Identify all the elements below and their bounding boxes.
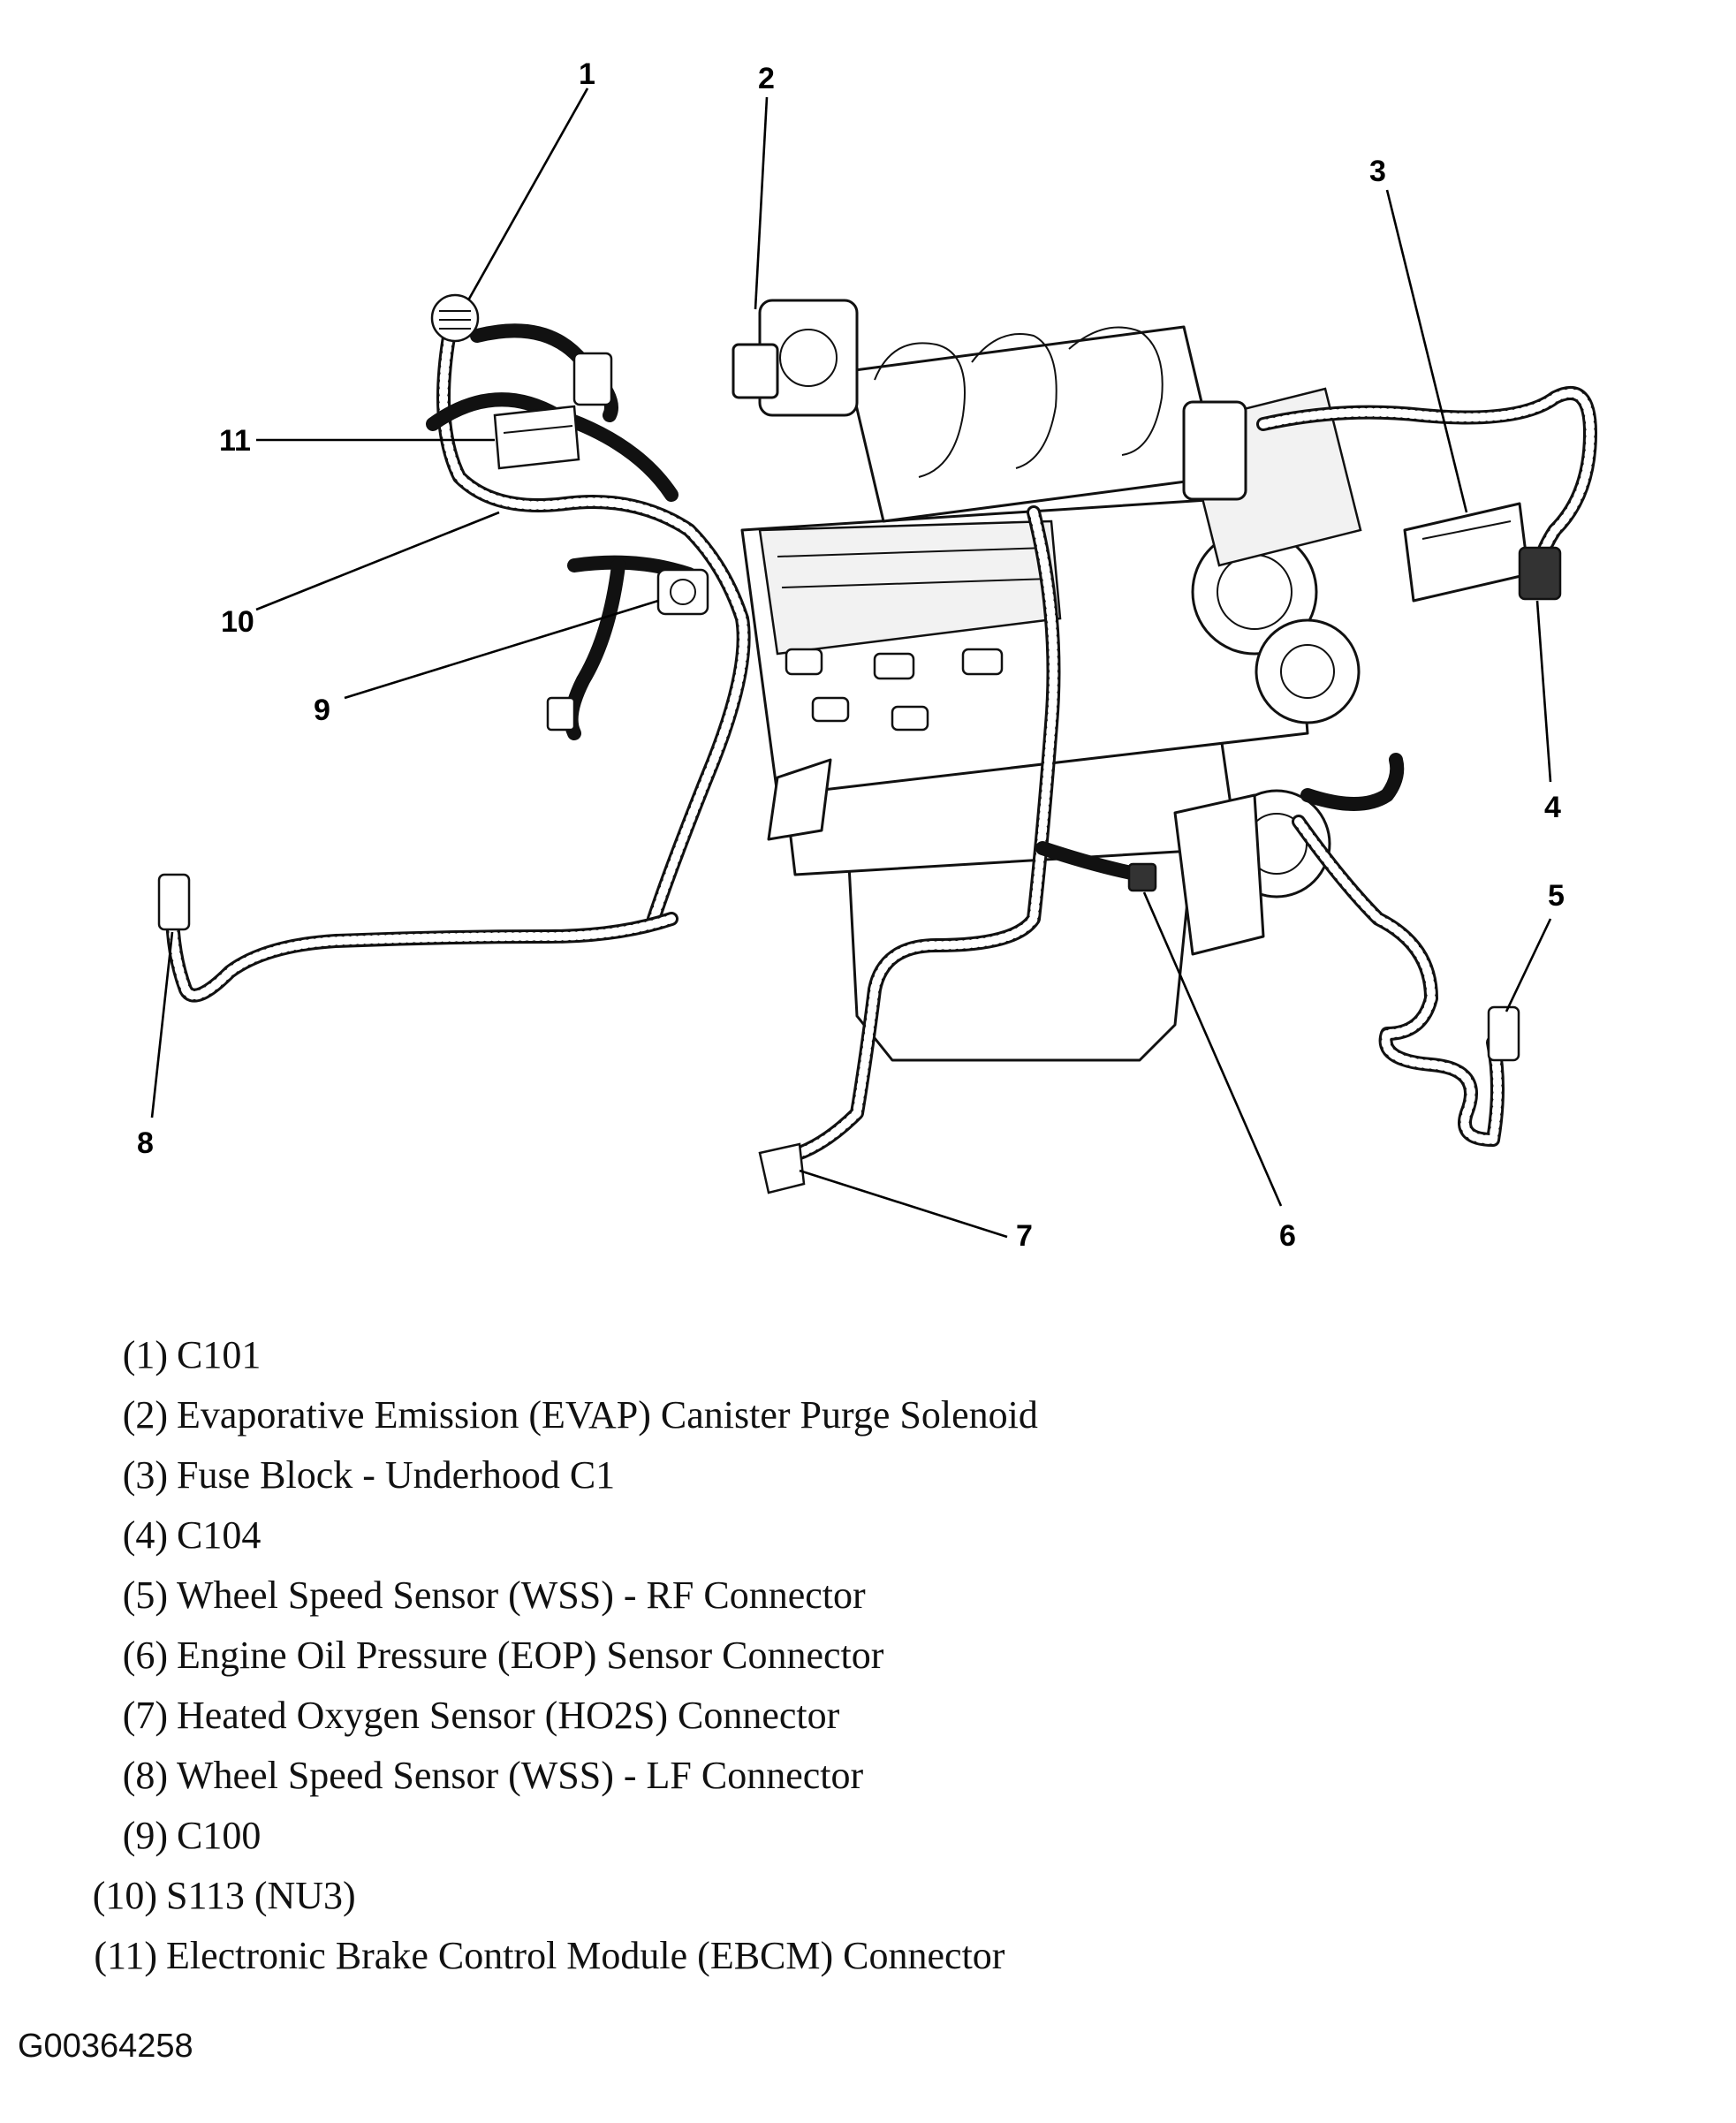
legend-item: (1) C101 — [88, 1325, 1414, 1385]
legend-item: (9) C100 — [88, 1806, 1414, 1866]
legend-index: (9) — [122, 1814, 168, 1857]
callout-7: 7 — [1016, 1219, 1033, 1253]
connector-ho2s — [758, 1142, 806, 1194]
legend-text: Wheel Speed Sensor (WSS) - LF Connector — [177, 1754, 864, 1797]
leader-line-5 — [1505, 918, 1552, 1012]
spark-plugs — [785, 648, 1004, 732]
legend-text: Fuse Block - Underhood C1 — [177, 1453, 616, 1497]
callout-1: 1 — [579, 57, 595, 91]
leader-line-10 — [255, 511, 500, 611]
legend-index: (11) — [94, 1934, 157, 1977]
legend-index: (8) — [122, 1754, 168, 1797]
legend-item: (5) Wheel Speed Sensor (WSS) - RF Connec… — [88, 1566, 1414, 1626]
leader-line-7 — [799, 1169, 1008, 1239]
legend-item: (10) S113 (NU3) — [88, 1866, 1414, 1926]
callout-4: 4 — [1544, 791, 1561, 824]
connector-c104 — [1518, 546, 1562, 601]
leader-line-9 — [344, 599, 659, 700]
figure-id: G00364258 — [18, 2028, 193, 2065]
legend-text: C100 — [177, 1814, 262, 1857]
legend-index: (3) — [122, 1453, 168, 1497]
legend-index: (10) — [92, 1874, 157, 1917]
legend-index: (6) — [122, 1634, 168, 1677]
legend-index: (7) — [122, 1694, 168, 1737]
connector-c100 — [656, 568, 709, 616]
legend-index: (4) — [122, 1513, 168, 1557]
leader-line-8 — [150, 931, 174, 1118]
legend: (1) C101 (2) Evaporative Emission (EVAP)… — [88, 1325, 1414, 1986]
legend-item: (7) Heated Oxygen Sensor (HO2S) Connecto… — [88, 1686, 1414, 1746]
callout-11: 11 — [219, 424, 251, 458]
legend-item: (3) Fuse Block - Underhood C1 — [88, 1445, 1414, 1505]
connectors — [157, 293, 1562, 1194]
engine-harness-diagram: 1 2 3 4 5 6 7 8 9 10 11 — [137, 57, 1597, 1253]
callout-5: 5 — [1548, 879, 1565, 913]
callout-6: 6 — [1279, 1219, 1296, 1253]
callouts: 1 2 3 4 5 6 7 8 9 10 11 — [137, 57, 1565, 1253]
legend-item: (11) Electronic Brake Control Module (EB… — [88, 1926, 1414, 1986]
legend-index: (5) — [122, 1573, 168, 1617]
legend-text: Evaporative Emission (EVAP) Canister Pur… — [177, 1393, 1038, 1437]
leader-line-2 — [754, 96, 769, 310]
connector-c101 — [430, 293, 480, 343]
legend-item: (2) Evaporative Emission (EVAP) Canister… — [88, 1385, 1414, 1445]
callout-2: 2 — [758, 62, 775, 95]
legend-item: (8) Wheel Speed Sensor (WSS) - LF Connec… — [88, 1746, 1414, 1806]
legend-text: S113 (NU3) — [166, 1874, 356, 1917]
leader-line-3 — [1385, 189, 1468, 513]
callout-3: 3 — [1369, 155, 1386, 188]
wiring-harness — [165, 320, 1597, 1164]
legend-text: Wheel Speed Sensor (WSS) - RF Connector — [177, 1573, 866, 1617]
leader-line-4 — [1535, 600, 1552, 783]
legend-index: (2) — [122, 1393, 168, 1437]
callout-8: 8 — [137, 1126, 154, 1160]
connector-eop — [1127, 862, 1157, 892]
legend-item: (6) Engine Oil Pressure (EOP) Sensor Con… — [88, 1626, 1414, 1686]
connector-small-top — [572, 352, 613, 406]
legend-index: (1) — [122, 1333, 168, 1376]
callout-9: 9 — [314, 694, 330, 727]
legend-text: C101 — [177, 1333, 262, 1376]
connector-wss-lf — [157, 873, 191, 931]
legend-text: Electronic Brake Control Module (EBCM) C… — [166, 1934, 1005, 1977]
legend-text: C104 — [177, 1513, 262, 1557]
leader-line-1 — [466, 87, 589, 301]
connector-c100-lead — [546, 696, 576, 732]
engine-illustration — [732, 299, 1530, 1062]
legend-text: Engine Oil Pressure (EOP) Sensor Connect… — [177, 1634, 884, 1677]
connector-wss-rf — [1487, 1005, 1520, 1062]
leader-line-6 — [1142, 891, 1283, 1207]
callout-10: 10 — [221, 605, 254, 639]
legend-text: Heated Oxygen Sensor (HO2S) Connector — [177, 1694, 840, 1737]
connector-ebcm — [493, 405, 580, 470]
legend-item: (4) C104 — [88, 1505, 1414, 1566]
